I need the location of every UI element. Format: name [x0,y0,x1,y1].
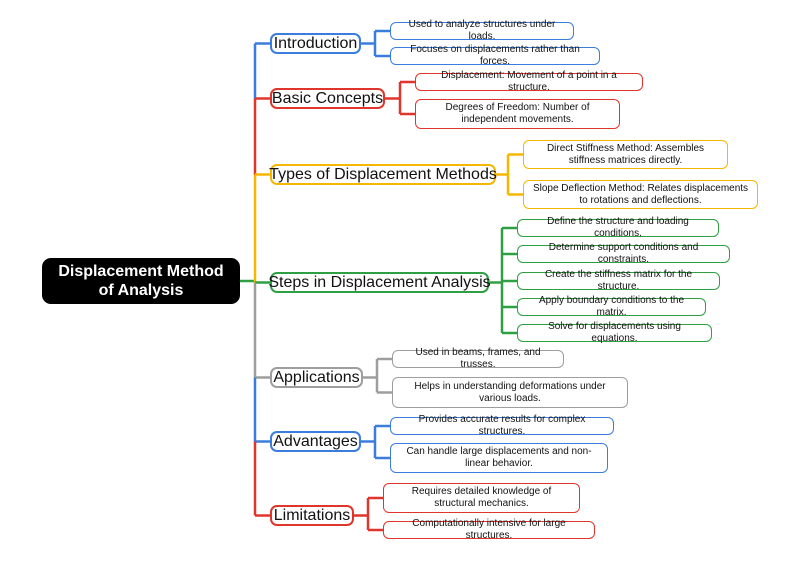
root-label: Displacement Method of Analysis [58,263,224,299]
leaf-label: Apply boundary conditions to the matrix. [538,295,685,318]
leaf-label: Focuses on displacements rather than for… [410,44,580,67]
leaf-label: Displacement: Movement of a point in a s… [441,70,617,93]
branch-label: Steps in Displacement Analysis [268,273,491,291]
branch-label: Types of Displacement Methods [269,165,497,183]
branch-steps-in-displacement-analysis[interactable]: Steps in Displacement Analysis [268,272,491,293]
branch-types-of-displacement-methods[interactable]: Types of Displacement Methods [269,164,497,185]
leaf-node[interactable]: Create the stiffness matrix for the stru… [517,269,720,292]
branch-limitations[interactable]: Limitations [270,505,354,526]
leaf-node[interactable]: Computationally intensive for large stru… [383,518,595,541]
leaf-label: Create the stiffness matrix for the stru… [544,269,693,292]
leaf-label: Provides accurate results for complex st… [418,414,586,437]
leaf-node[interactable]: Provides accurate results for complex st… [390,414,614,437]
branch-label: Limitations [273,506,351,524]
leaf-label: Used to analyze structures under loads. [408,19,556,42]
leaf-label: Computationally intensive for large stru… [412,518,566,541]
leaf-node[interactable]: Helps in understanding deformations unde… [392,377,628,408]
leaf-node[interactable]: Apply boundary conditions to the matrix. [517,295,706,318]
leaf-node[interactable]: Solve for displacements using equations. [517,321,712,344]
branch-applications[interactable]: Applications [270,367,363,388]
leaf-node[interactable]: Can handle large displacements and non-l… [390,443,608,473]
branch-label: Basic Concepts [271,89,384,107]
leaf-label: Requires detailed knowledge of structura… [411,486,552,509]
leaf-label: Direct Stiffness Method: Assembles stiff… [546,142,705,166]
leaf-node[interactable]: Direct Stiffness Method: Assembles stiff… [523,140,728,169]
leaf-node[interactable]: Degrees of Freedom: Number of independen… [415,99,620,129]
leaf-label: Solve for displacements using equations. [548,321,681,344]
branch-introduction[interactable]: Introduction [270,33,361,54]
leaf-node[interactable]: Used in beams, frames, and trusses. [392,347,564,370]
leaf-node[interactable]: Determine support conditions and constra… [517,242,730,265]
branch-label: Advantages [273,432,358,450]
root-node[interactable]: Displacement Method of Analysis [42,258,240,304]
leaf-node[interactable]: Focuses on displacements rather than for… [390,44,600,67]
leaf-label: Can handle large displacements and non-l… [406,446,592,469]
branch-basic-concepts[interactable]: Basic Concepts [270,88,385,109]
leaf-node[interactable]: Requires detailed knowledge of structura… [383,483,580,513]
leaf-label: Define the structure and loading conditi… [547,216,689,239]
branch-label: Applications [273,368,360,386]
branch-advantages[interactable]: Advantages [270,431,361,452]
leaf-node[interactable]: Slope Deflection Method: Relates displac… [523,180,758,209]
leaf-label: Determine support conditions and constra… [548,242,699,265]
leaf-label: Slope Deflection Method: Relates displac… [532,182,749,206]
leaf-label: Helps in understanding deformations unde… [414,380,606,404]
leaf-node[interactable]: Used to analyze structures under loads. [390,19,574,42]
branch-label: Introduction [273,34,358,52]
leaf-label: Degrees of Freedom: Number of independen… [445,102,590,125]
leaf-label: Used in beams, frames, and trusses. [415,347,541,370]
leaf-node[interactable]: Displacement: Movement of a point in a s… [415,70,643,93]
leaf-node[interactable]: Define the structure and loading conditi… [517,216,719,239]
